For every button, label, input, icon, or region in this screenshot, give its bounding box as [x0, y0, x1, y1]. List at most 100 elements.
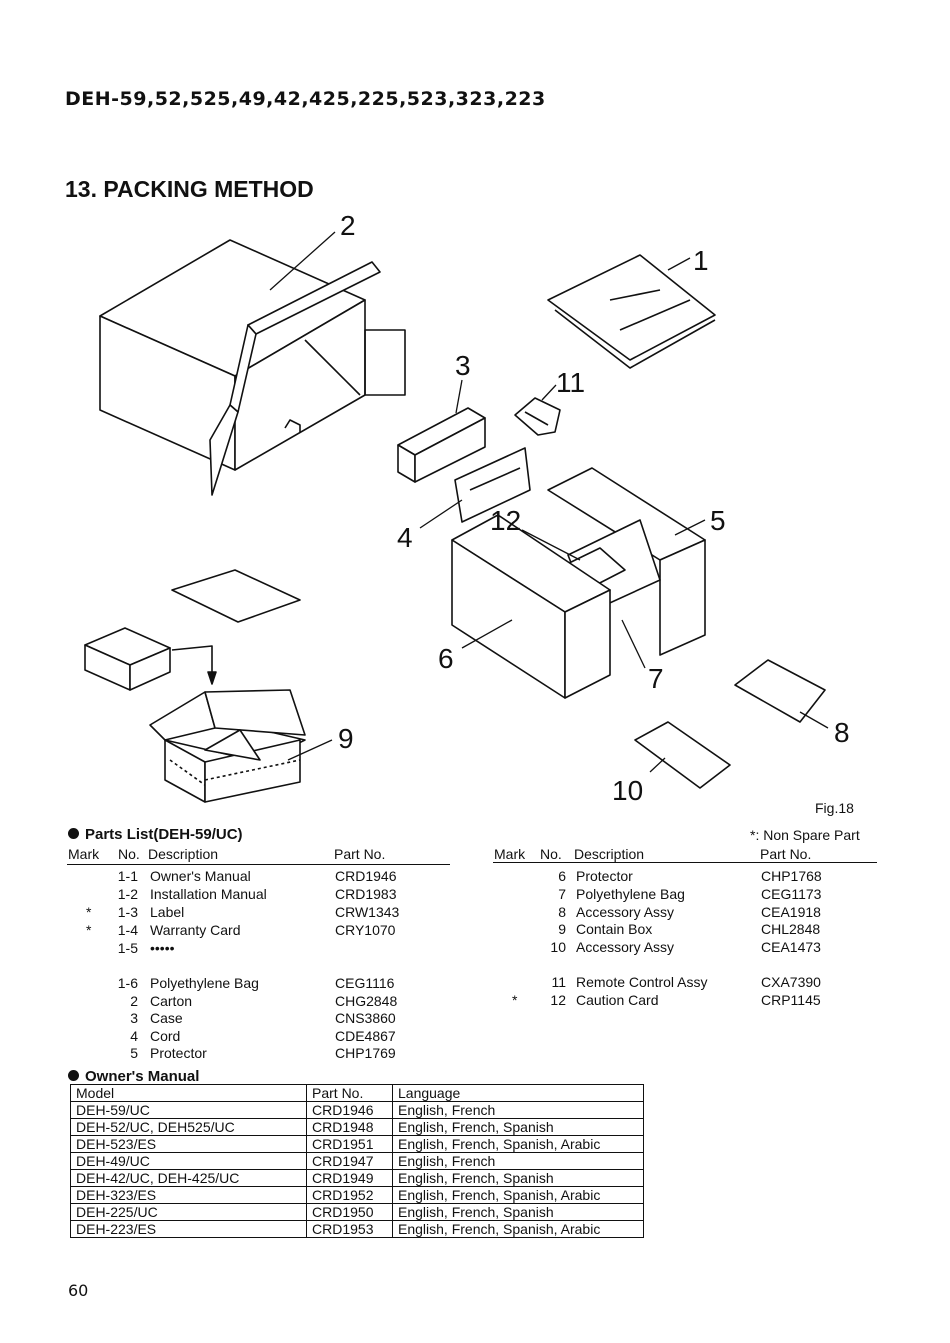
table-row: * 1-3 Label CRW1343	[0, 903, 450, 921]
row-part-no: CRW1343	[335, 904, 400, 920]
row-no: 9	[558, 921, 566, 937]
callout-6: 6	[438, 643, 454, 674]
cell-language: English, French	[392, 1152, 644, 1170]
contain-box-drawing	[149, 689, 306, 803]
table-row: 11 Remote Control Assy CXA7390	[0, 973, 900, 991]
table-header-row: Model Part No. Language	[70, 1084, 644, 1102]
small-box-drawing	[84, 627, 217, 691]
left-header-rule	[67, 864, 450, 865]
row-description: Protector	[150, 1045, 207, 1061]
cell-language: English, French, Spanish, Arabic	[392, 1186, 644, 1204]
cell-language: English, French, Spanish	[392, 1203, 644, 1221]
header-language: Language	[392, 1084, 644, 1102]
row-no: 1-4	[117, 922, 138, 938]
table-row: 1-1 Owner's Manual CRD1946	[0, 867, 450, 885]
protector-drawing	[451, 467, 706, 699]
row-no: 1-5	[117, 940, 138, 956]
row-part-no: CEG1173	[761, 886, 822, 902]
row-description: Label	[150, 904, 185, 920]
right-header-rule	[493, 862, 877, 863]
cell-language: English, French	[392, 1101, 644, 1119]
table-row: 7 Polyethylene Bag CEG1173	[0, 885, 900, 903]
cell-language: English, French, Spanish, Arabic	[392, 1135, 644, 1153]
accessory-8-drawing	[734, 659, 826, 723]
callout-12: 12	[490, 505, 521, 536]
row-description: Protector	[576, 868, 633, 884]
owners-manual-heading: Owner's Manual	[68, 1068, 199, 1085]
manual-drawing	[171, 569, 301, 623]
cell-model: DEH-223/ES	[70, 1220, 307, 1238]
row-part-no: CNS3860	[335, 1010, 396, 1026]
row-no: 4	[130, 1028, 138, 1044]
carton-drawing	[99, 239, 406, 496]
cell-part-no: CRD1953	[306, 1220, 393, 1238]
table-row: DEH-225/UC CRD1950 English, French, Span…	[70, 1203, 644, 1221]
right-header-no: No.	[540, 846, 562, 862]
row-description: Case	[150, 1010, 183, 1026]
row-no: 2	[130, 993, 138, 1009]
model-header: DEH-59,52,525,49,42,425,225,523,323,223	[65, 88, 546, 110]
table-row: DEH-42/UC, DEH-425/UC CRD1949 English, F…	[70, 1169, 644, 1187]
table-row: 10 Accessory Assy CEA1473	[0, 938, 900, 956]
row-description: Remote Control Assy	[576, 974, 708, 990]
row-part-no: CEA1918	[761, 904, 821, 920]
cell-part-no: CRD1952	[306, 1186, 393, 1204]
bullet-icon	[68, 828, 79, 839]
owners-manual-table: Model Part No. Language DEH-59/UC CRD194…	[70, 1084, 644, 1238]
row-no: 7	[558, 886, 566, 902]
row-no: 6	[558, 868, 566, 884]
remote-drawing	[514, 397, 561, 436]
page-number: 60	[68, 1281, 89, 1300]
table-row: 4 Cord CDE4867	[0, 1027, 450, 1045]
cell-language: English, French, Spanish	[392, 1118, 644, 1136]
row-part-no: CHP1769	[335, 1045, 396, 1061]
row-no: 12	[550, 992, 566, 1008]
callout-7: 7	[648, 663, 664, 694]
row-no: 5	[130, 1045, 138, 1061]
figure-label: Fig.18	[815, 800, 854, 816]
row-description: Polyethylene Bag	[576, 886, 685, 902]
table-row: DEH-523/ES CRD1951 English, French, Span…	[70, 1135, 644, 1153]
row-no: 1-6	[117, 975, 138, 991]
row-no: 10	[550, 939, 566, 955]
cord-bag-drawing	[454, 447, 531, 523]
table-row: 3 Case CNS3860	[0, 1009, 450, 1027]
callout-10: 10	[612, 775, 643, 806]
table-row: 5 Protector CHP1769	[0, 1044, 450, 1062]
bullet-icon	[68, 1070, 79, 1081]
table-row: 1-2 Installation Manual CRD1983	[0, 885, 450, 903]
header-model: Model	[70, 1084, 307, 1102]
row-part-no: CDE4867	[335, 1028, 396, 1044]
right-header-mark: Mark	[494, 846, 526, 862]
right-header-description: Description	[574, 846, 645, 862]
row-description: Caution Card	[576, 992, 659, 1008]
packing-diagram: 1 2 3 4 5 6 7 8 9 10 11 12	[84, 210, 850, 806]
row-description: Owner's Manual	[150, 868, 251, 884]
cell-part-no: CRD1949	[306, 1169, 393, 1187]
cell-model: DEH-323/ES	[70, 1186, 307, 1204]
table-row: DEH-59/UC CRD1946 English, French	[70, 1101, 644, 1119]
row-no: 11	[551, 974, 566, 990]
table-row: 1-5 •••••	[0, 939, 450, 957]
row-part-no: CXA7390	[761, 974, 821, 990]
row-mark: *	[512, 992, 518, 1008]
row-description: Installation Manual	[150, 886, 267, 902]
right-header-part-no: Part No.	[760, 846, 812, 862]
table-row: 8 Accessory Assy CEA1918	[0, 903, 900, 921]
row-description: Cord	[150, 1028, 181, 1044]
left-header-description: Description	[148, 846, 219, 862]
section-title: 13. PACKING METHOD	[65, 176, 314, 202]
left-header-no: No.	[118, 846, 140, 862]
row-description: •••••	[150, 940, 175, 956]
table-row: DEH-223/ES CRD1953 English, French, Span…	[70, 1220, 644, 1238]
table-row: * 12 Caution Card CRP1145	[0, 991, 900, 1009]
callout-4: 4	[397, 522, 413, 553]
row-no: 1-2	[117, 886, 138, 902]
row-description: Carton	[150, 993, 193, 1009]
row-description: Warranty Card	[150, 922, 241, 938]
callout-2: 2	[340, 210, 356, 241]
row-no: 1-3	[117, 904, 138, 920]
cell-part-no: CRD1947	[306, 1152, 393, 1170]
row-mark: *	[86, 904, 92, 920]
row-description: Contain Box	[576, 921, 653, 937]
